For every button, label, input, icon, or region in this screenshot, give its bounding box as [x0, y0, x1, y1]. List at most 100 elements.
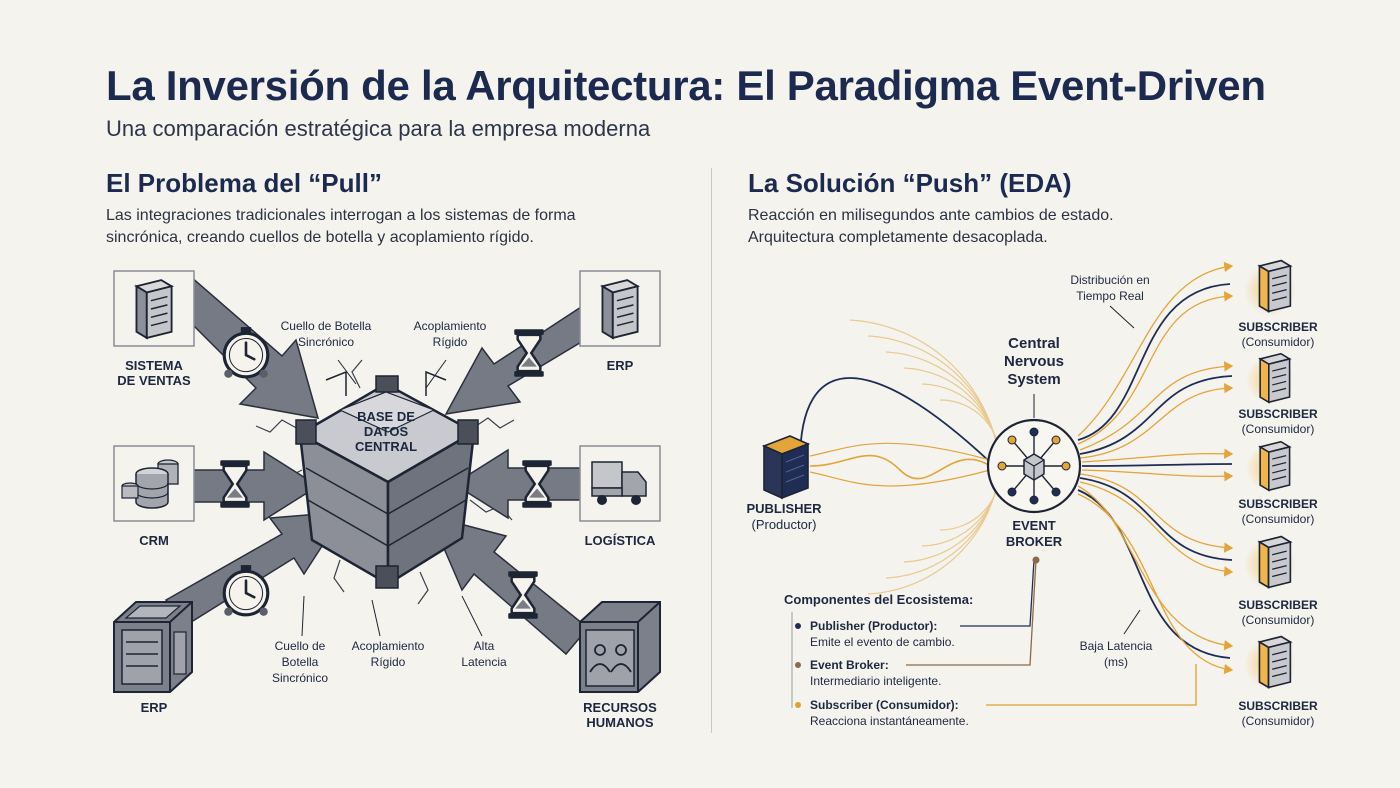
legend-dot-broker: [795, 662, 801, 668]
label-erp-top: ERP: [607, 358, 634, 373]
server-icon: [601, 279, 639, 339]
subscriber-3: [1246, 440, 1294, 492]
db-label-line-2: DATOS: [364, 424, 409, 439]
subscriber-server-icon: [1258, 259, 1292, 313]
leader-line: [425, 359, 447, 389]
legend-title: Componentes del Ecosistema:: [784, 592, 973, 607]
arrow-erp-bottom: [164, 511, 346, 625]
label-sistema-ventas-2: DE VENTAS: [117, 373, 191, 388]
subscriber-5-label-1: SUBSCRIBER: [1238, 699, 1318, 713]
annot-acopl-top-1: Acoplamiento: [414, 319, 487, 333]
subscriber-1: [1244, 259, 1296, 316]
leader-line: [1109, 305, 1135, 329]
db-label-line-3: CENTRAL: [355, 439, 417, 454]
subscriber-3-label-2: (Consumidor): [1242, 512, 1315, 526]
annot-cuello-top-2: Sincrónico: [298, 335, 354, 349]
system-logistica: [579, 445, 661, 522]
right-desc-line-1: Reacción en milisegundos ante cambios de…: [748, 207, 1114, 224]
db-label-line-1: BASE DE: [357, 409, 415, 424]
subscriber-3-label-1: SUBSCRIBER: [1238, 497, 1318, 511]
section-divider: [711, 168, 712, 733]
annot-acopl-top-2: Rígido: [433, 335, 468, 349]
people-icon: [589, 644, 632, 673]
leader-line: [301, 595, 305, 637]
legend-subscriber-desc: Reacciona instantáneamente.: [810, 714, 969, 728]
label-erp-bottom: ERP: [141, 700, 168, 715]
cns-label-1: Central: [1008, 335, 1060, 352]
legend-dot-subscriber: [795, 702, 801, 708]
subscriber-2-label-2: (Consumidor): [1242, 422, 1315, 436]
annot-cuello-bot-1: Cuello de: [275, 639, 326, 653]
cns-label-3: System: [1007, 371, 1060, 388]
left-desc-line-1: Las integraciones tradicionales interrog…: [106, 207, 576, 224]
annot-acopl-bot-2: Rígido: [371, 655, 406, 669]
legend-publisher-name: Publisher (Productor):: [810, 619, 937, 633]
subscriber-2-label-1: SUBSCRIBER: [1238, 407, 1318, 421]
subscriber-server-icon: [1259, 440, 1291, 492]
legend-publisher-desc: Emite el evento de cambio.: [810, 635, 955, 649]
legend-connector-subscriber: [986, 664, 1197, 706]
left-desc-line-2: sincrónica, creando cuellos de botella y…: [106, 229, 534, 246]
subscriber-5-label-2: (Consumidor): [1242, 714, 1315, 728]
central-database: [295, 370, 479, 589]
subscriber-flows: [1077, 261, 1234, 675]
legend-broker-name: Event Broker:: [810, 658, 889, 672]
legend-connector-publisher: [960, 559, 1035, 627]
subscriber-1-label-2: (Consumidor): [1242, 335, 1315, 349]
dist-label-2: Tiempo Real: [1076, 289, 1144, 303]
broker-label-2: BROKER: [1006, 534, 1063, 549]
label-crm: CRM: [139, 533, 169, 548]
arrow-rrhh: [428, 514, 590, 656]
label-rrhh-1: RECURSOS: [583, 700, 657, 715]
cns-label-2: Nervous: [1004, 353, 1064, 370]
subscriber-2: [1246, 352, 1294, 404]
leader-line: [371, 599, 381, 637]
latency-label-1: Baja Latencia: [1080, 639, 1153, 653]
leader-line: [337, 359, 357, 385]
server-icon: [135, 279, 173, 339]
right-desc-line-2: Arquitectura completamente desacoplada.: [748, 229, 1048, 246]
page-title: La Inversión de la Arquitectura: El Para…: [106, 62, 1266, 109]
annot-cuello-bot-3: Sincrónico: [272, 671, 328, 685]
annot-latencia-2: Latencia: [461, 655, 507, 669]
legend-dot-publisher: [795, 623, 801, 629]
system-ventas: [113, 270, 195, 347]
subscriber-server-icon: [1258, 535, 1292, 589]
annot-cuello-bot-2: Botella: [282, 655, 319, 669]
event-broker-hub: [986, 418, 1082, 514]
subscriber-4-label-1: SUBSCRIBER: [1238, 598, 1318, 612]
system-erp-bottom: [113, 601, 193, 693]
broker-label-1: EVENT: [1012, 518, 1055, 533]
right-diagram: PUBLISHER (Productor): [746, 259, 1318, 728]
publisher-server-icon: [761, 435, 811, 500]
publisher-flows: [799, 377, 991, 487]
left-section-title: El Problema del “Pull”: [106, 168, 382, 198]
left-section-desc: Las integraciones tradicionales interrog…: [106, 205, 576, 249]
database-stack-icon: [121, 459, 179, 509]
label-sistema-ventas-1: SISTEMA: [125, 358, 183, 373]
legend-subscriber-name: Subscriber (Consumidor):: [810, 698, 959, 712]
left-diagram: BASE DE DATOS CENTRAL SISTEMA DE VENTAS …: [113, 270, 661, 730]
subscriber-4: [1244, 535, 1296, 590]
subscriber-server-icon: [1258, 635, 1292, 689]
subscriber-server-icon: [1259, 352, 1291, 404]
legend-connector-broker: [906, 559, 1037, 666]
subscriber-4-label-2: (Consumidor): [1242, 613, 1315, 627]
system-erp-top: [579, 270, 661, 347]
leader-line: [461, 595, 483, 637]
subscriber-5: [1244, 635, 1296, 690]
annot-latencia-1: Alta: [474, 639, 495, 653]
annot-acopl-bot-1: Acoplamiento: [352, 639, 425, 653]
truck-icon: [591, 461, 647, 505]
publisher-label-2: (Productor): [751, 517, 816, 532]
publisher-label-1: PUBLISHER: [746, 501, 822, 516]
legend-broker-desc: Intermediario inteligente.: [810, 674, 941, 688]
ecosystem-legend: Componentes del Ecosistema: Publisher (P…: [784, 556, 1197, 728]
system-crm: [113, 445, 195, 522]
arrow-logistica: [452, 448, 593, 520]
page-subtitle: Una comparación estratégica para la empr…: [106, 116, 651, 141]
right-section-title: La Solución “Push” (EDA): [748, 168, 1072, 198]
subscriber-1-label-1: SUBSCRIBER: [1238, 320, 1318, 334]
label-logistica: LOGÍSTICA: [585, 533, 656, 548]
